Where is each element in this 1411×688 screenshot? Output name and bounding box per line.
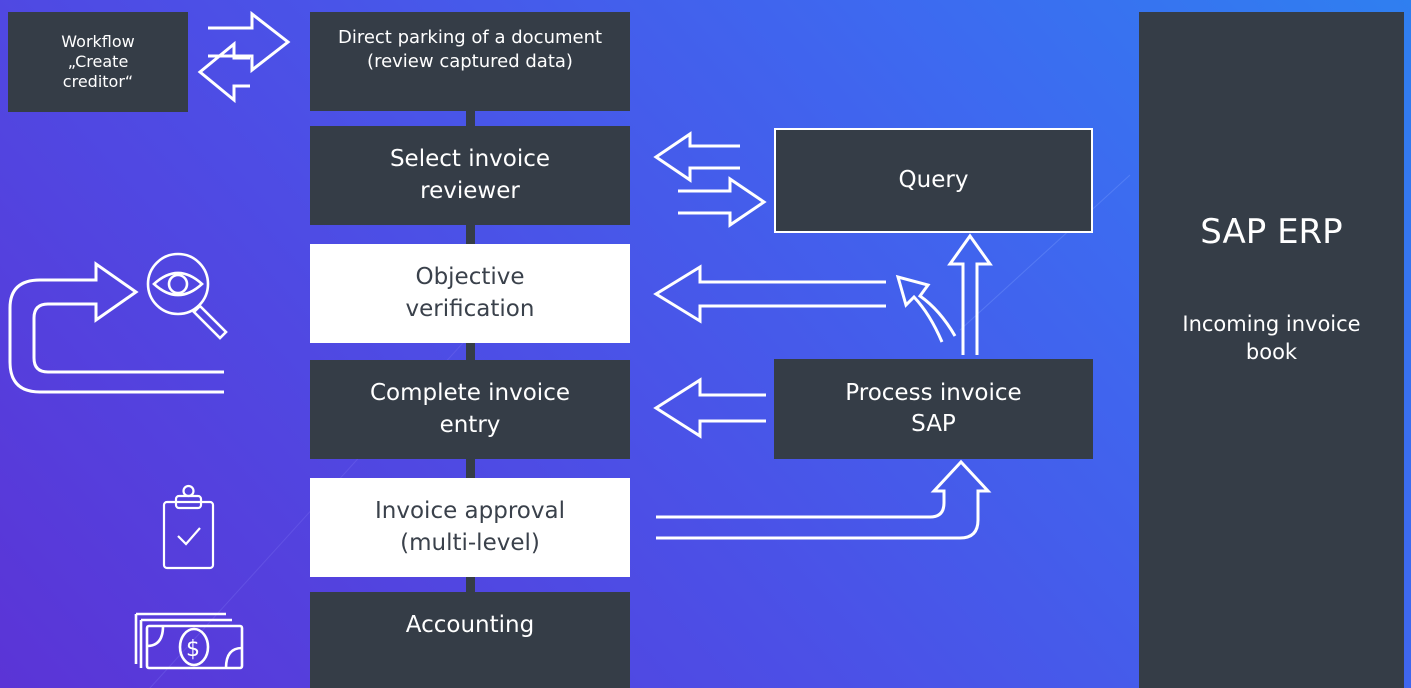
step-objective-verification-label: Objective verification [405, 264, 535, 322]
process-invoice-sap-box: Process invoice SAP [774, 359, 1093, 459]
workflow-create-creditor-box: Workflow „Create creditor“ [8, 12, 188, 112]
step-invoice-approval-label: Invoice approval (multi-level) [375, 498, 565, 556]
step-accounting: Accounting [310, 592, 630, 688]
step-invoice-approval: Invoice approval (multi-level) [310, 478, 630, 577]
clipboard-check-icon [162, 484, 215, 570]
step-direct-parking: Direct parking of a document (review cap… [310, 12, 630, 111]
sap-erp-subtitle: Incoming invoice book [1182, 312, 1361, 365]
branch-up-arrow-icon [895, 233, 993, 355]
step-select-reviewer: Select invoice reviewer [310, 126, 630, 225]
step-connector [466, 577, 475, 592]
exchange-arrows-icon [197, 10, 291, 104]
step-connector [466, 225, 475, 244]
magnifier-eye-icon [146, 252, 228, 340]
sap-erp-title: SAP ERP [1200, 212, 1343, 252]
step-connector [466, 459, 475, 478]
left-arrow-icon [653, 264, 886, 324]
step-connector [466, 343, 475, 360]
query-label: Query [898, 166, 969, 193]
approval-to-process-arrow-icon [656, 459, 992, 540]
step-complete-invoice-entry: Complete invoice entry [310, 360, 630, 459]
money-bills-icon: $ [134, 612, 244, 670]
step-select-reviewer-label: Select invoice reviewer [389, 146, 551, 204]
double-arrow-icon [653, 131, 767, 228]
process-invoice-sap-label: Process invoice SAP [845, 379, 1022, 437]
svg-text:$: $ [186, 637, 200, 662]
step-connector [466, 111, 475, 126]
query-box: Query [774, 128, 1093, 233]
step-complete-invoice-entry-label: Complete invoice entry [370, 380, 570, 438]
step-direct-parking-label: Direct parking of a document (review cap… [337, 27, 603, 73]
left-arrow-icon [653, 377, 766, 439]
return-arrow-icon [8, 261, 224, 394]
workflow-create-creditor-label: Workflow „Create creditor“ [61, 32, 135, 91]
step-objective-verification: Objective verification [310, 244, 630, 343]
step-accounting-label: Accounting [405, 612, 535, 638]
sap-erp-panel: SAP ERP Incoming invoice book [1139, 12, 1404, 688]
